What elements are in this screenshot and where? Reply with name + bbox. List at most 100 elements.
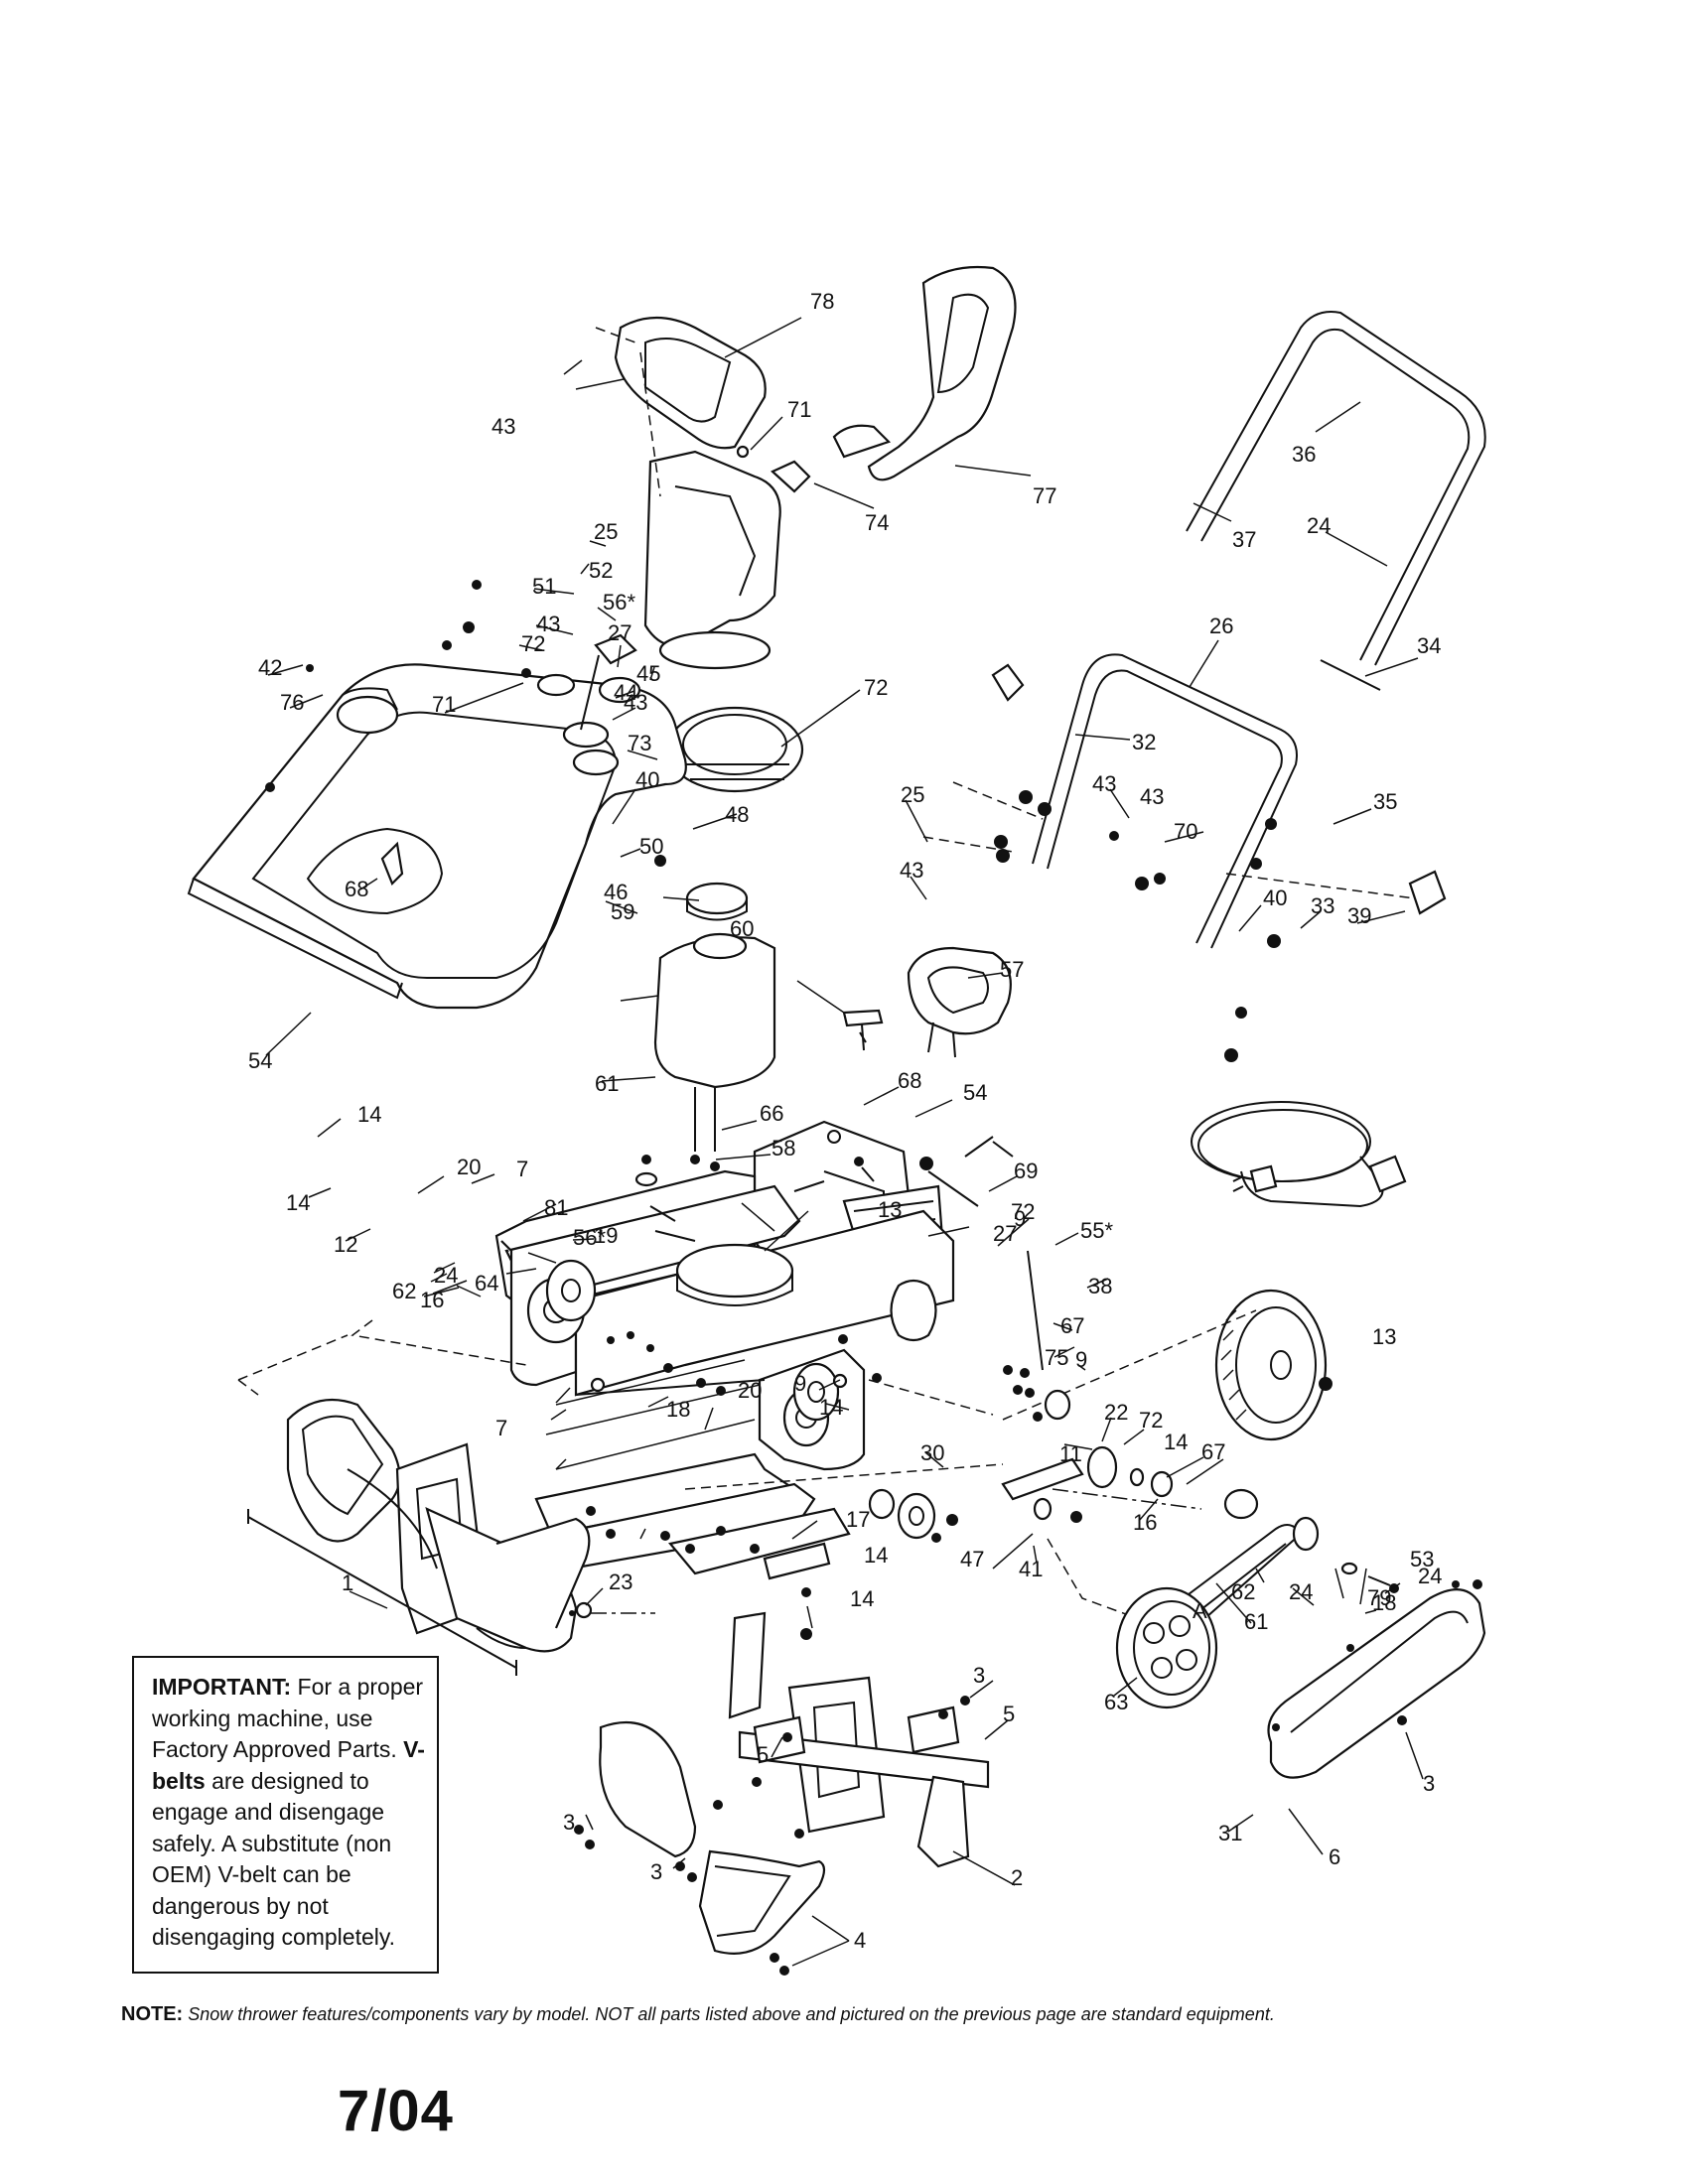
- auger-pulley-62: [1115, 1586, 1218, 1709]
- part-label: 43: [900, 858, 923, 883]
- part-label: 18: [1372, 1590, 1396, 1615]
- upper-handle-36: [1186, 311, 1486, 666]
- part-label: 5: [1003, 1702, 1015, 1726]
- part-label: 53: [1410, 1547, 1434, 1571]
- note-text: Snow thrower features/components vary by…: [183, 2004, 1275, 2024]
- part-label: 72: [864, 675, 888, 700]
- part-label: 33: [1311, 893, 1334, 918]
- important-notice: IMPORTANT: For a proper working machine,…: [132, 1656, 439, 1974]
- leader-lines: [265, 317, 1424, 1967]
- part-label: 66: [760, 1101, 783, 1126]
- part-label: 3: [563, 1810, 575, 1835]
- part-label: 45: [636, 661, 660, 686]
- part-label: 69: [1014, 1159, 1038, 1183]
- chute-ring-78: [665, 706, 804, 793]
- part-label: 18: [666, 1397, 690, 1422]
- part-label: 61: [1244, 1609, 1268, 1634]
- part-label: 43: [1140, 784, 1164, 809]
- part-label: 24: [434, 1263, 458, 1288]
- part-label: 72: [521, 631, 545, 656]
- part-label: 43: [624, 690, 647, 715]
- chute-axis: [639, 351, 661, 497]
- part-label: A: [1193, 1598, 1207, 1623]
- part-label: 9: [1014, 1206, 1026, 1231]
- part-label: 25: [901, 782, 924, 807]
- power-cord-71: [1191, 1101, 1407, 1208]
- part-label: 14: [286, 1190, 310, 1215]
- part-label: 75: [1045, 1345, 1068, 1370]
- part-label: 40: [1263, 886, 1287, 910]
- part-label: 50: [639, 834, 663, 859]
- part-label: 2: [1011, 1865, 1023, 1890]
- lower-handle-26: [1032, 653, 1298, 949]
- belt-cover-31: [1267, 1579, 1486, 1779]
- part-label: 60: [730, 916, 754, 941]
- part-label: 72: [1139, 1408, 1163, 1433]
- part-label: 16: [420, 1288, 444, 1312]
- part-label: 43: [1092, 771, 1116, 796]
- part-label: 74: [865, 510, 889, 535]
- part-label: 71: [432, 692, 456, 717]
- part-label: 27: [608, 620, 632, 645]
- part-label: 11: [1059, 1441, 1082, 1466]
- part-label: 24: [1289, 1579, 1313, 1604]
- part-label: 16: [1133, 1510, 1157, 1535]
- part-label: 9: [1075, 1347, 1087, 1372]
- part-label: 54: [963, 1080, 987, 1105]
- part-label: 51: [532, 574, 556, 599]
- part-label: 19: [594, 1223, 618, 1248]
- side-plates-68: [545, 1259, 848, 1422]
- part-label: 24: [1307, 513, 1331, 538]
- part-label: 7: [495, 1416, 507, 1440]
- part-label: 5: [757, 1742, 769, 1767]
- auger-flights-4: [599, 1720, 826, 1955]
- part-label: 68: [345, 877, 368, 901]
- part-label: 57: [1000, 957, 1024, 982]
- auger-hardware: [574, 1628, 970, 1976]
- part-label: 4: [854, 1928, 866, 1953]
- part-label: 14: [1164, 1430, 1188, 1454]
- part-label: 13: [878, 1197, 902, 1222]
- part-label: 48: [725, 802, 749, 827]
- part-label: 30: [920, 1440, 944, 1465]
- drive-hardware: [868, 1136, 1259, 1543]
- part-label: 67: [1201, 1439, 1225, 1464]
- part-label: 6: [1329, 1844, 1340, 1869]
- part-label: 14: [850, 1586, 874, 1611]
- important-title: IMPORTANT:: [152, 1674, 292, 1700]
- part-label: 3: [973, 1663, 985, 1688]
- part-label: 40: [635, 767, 659, 792]
- part-label: 32: [1132, 730, 1156, 754]
- part-label: 77: [1033, 483, 1056, 508]
- wheel-38: [1214, 1289, 1333, 1441]
- part-label: 52: [589, 558, 613, 583]
- footer-note: NOTE: Snow thrower features/components v…: [121, 2003, 1611, 2026]
- part-label: 13: [1372, 1324, 1396, 1349]
- part-label: 62: [1231, 1579, 1255, 1604]
- part-label: 31: [1218, 1821, 1242, 1845]
- shroud-hardware: [265, 580, 666, 886]
- fuel-cap-58: [685, 882, 749, 921]
- part-label: 72: [1011, 1199, 1035, 1224]
- part-label: 3: [650, 1859, 662, 1884]
- part-label: 71: [787, 397, 811, 422]
- part-label: 35: [1373, 789, 1397, 814]
- part-label: 70: [1174, 819, 1197, 844]
- chute-77: [643, 450, 781, 670]
- part-label: 9: [794, 1371, 806, 1396]
- part-label: 12: [334, 1232, 357, 1257]
- part-label: 79: [1367, 1585, 1391, 1610]
- part-label: 78: [810, 289, 834, 314]
- important-text-2: are designed to engage and disengage saf…: [152, 1767, 396, 1951]
- chute-knob-76: [736, 445, 811, 493]
- part-label: 38: [1088, 1274, 1112, 1298]
- important-vbelts: V-belts: [152, 1736, 425, 1794]
- part-label: 63: [1104, 1690, 1128, 1714]
- engine-cover-47: [907, 946, 1012, 1058]
- part-label: 3: [1423, 1771, 1435, 1796]
- part-label: 42: [258, 655, 282, 680]
- part-label: 58: [772, 1136, 795, 1160]
- part-label: 14: [819, 1395, 843, 1420]
- part-label: 46: [604, 880, 628, 904]
